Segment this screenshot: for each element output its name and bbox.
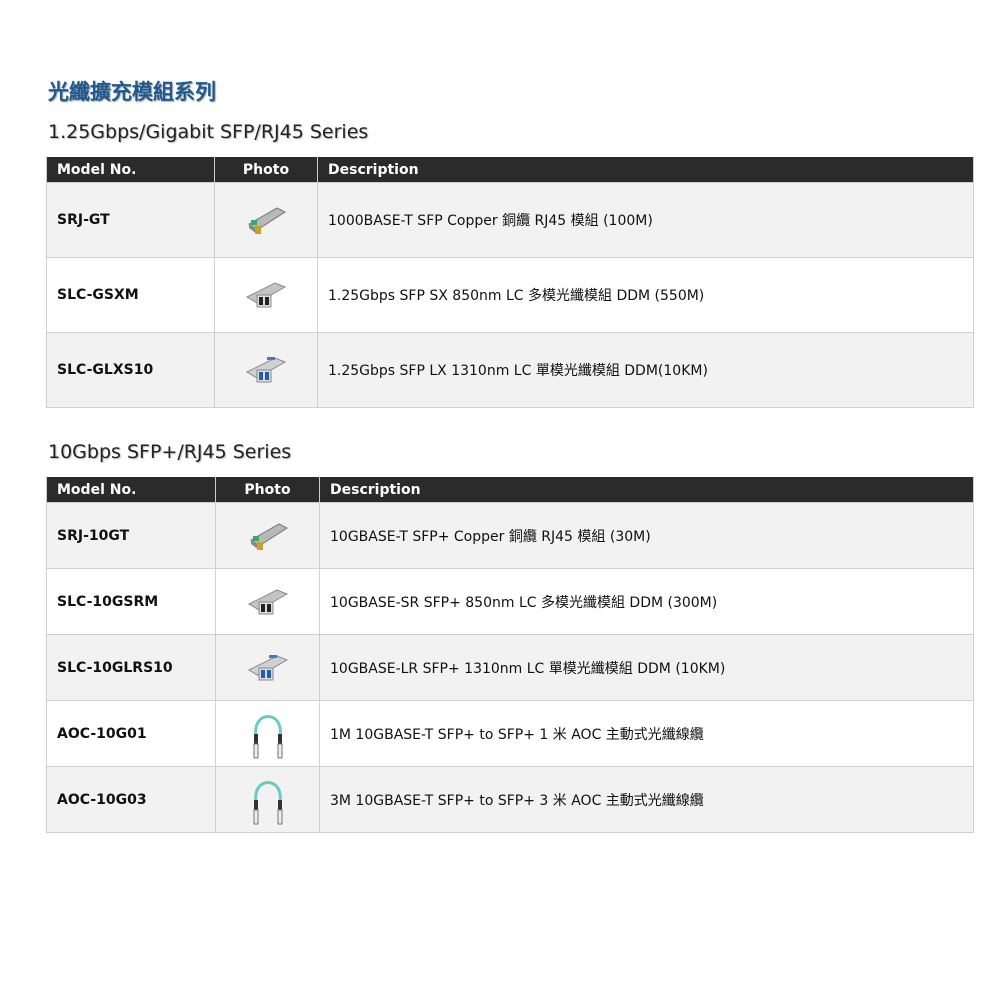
product-photo [215, 568, 320, 635]
description: 3M 10GBASE-T SFP+ to SFP+ 3 米 AOC 主動式光纖線… [319, 766, 974, 833]
aoc-cable-icon [248, 780, 288, 824]
product-photo [214, 182, 318, 258]
description: 1M 10GBASE-T SFP+ to SFP+ 1 米 AOC 主動式光纖線… [319, 700, 974, 767]
section-heading-10g: 10Gbps SFP+/RJ45 Series [48, 441, 292, 463]
gigabit-product-table: Model No. Photo Description SRJ-GT 1000BA… [46, 157, 974, 408]
sfp-multimode-icon [243, 282, 289, 308]
section-heading-gigabit: 1.25Gbps/Gigabit SFP/RJ45 Series [48, 121, 369, 143]
table-row: SLC-GSXM 1.25Gbps SFP SX 850nm LC 多模光纖模組 … [46, 257, 974, 333]
table-row: SLC-GLXS10 1.25Gbps SFP LX 1310nm LC 單模光纖… [46, 332, 974, 408]
header-photo: Photo [214, 157, 318, 183]
product-photo [215, 634, 320, 701]
sfp-singlemode-icon [243, 357, 289, 383]
sfp-copper-icon [245, 522, 291, 550]
header-model: Model No. [46, 477, 216, 503]
header-description: Description [319, 477, 974, 503]
product-photo [214, 257, 318, 333]
table-row: SLC-10GSRM 10GBASE-SR SFP+ 850nm LC 多模光纖模… [46, 568, 974, 635]
page-title: 光纖擴充模組系列 [48, 80, 216, 104]
table-row: SLC-10GLRS10 10GBASE-LR SFP+ 1310nm LC 單模… [46, 634, 974, 701]
description: 10GBASE-T SFP+ Copper 銅纜 RJ45 模組 (30M) [319, 502, 974, 569]
header-model: Model No. [46, 157, 215, 183]
model-number: AOC-10G01 [46, 700, 216, 767]
product-photo [215, 700, 320, 767]
product-photo [214, 332, 318, 408]
model-number: SLC-GSXM [46, 257, 215, 333]
model-number: AOC-10G03 [46, 766, 216, 833]
header-photo: Photo [215, 477, 320, 503]
product-photo [215, 502, 320, 569]
aoc-cable-icon [248, 714, 288, 758]
model-number: SLC-GLXS10 [46, 332, 215, 408]
model-number: SLC-10GSRM [46, 568, 216, 635]
description: 1.25Gbps SFP SX 850nm LC 多模光纖模組 DDM (550… [317, 257, 974, 333]
table-row: SRJ-10GT 10GBASE-T SFP+ Copper 銅纜 RJ45 模組… [46, 502, 974, 569]
product-photo [215, 766, 320, 833]
sfp-singlemode-icon [245, 654, 291, 680]
model-number: SRJ-10GT [46, 502, 216, 569]
description: 1000BASE-T SFP Copper 銅纜 RJ45 模組 (100M) [317, 182, 974, 258]
table-header: Model No. Photo Description [46, 157, 974, 183]
description: 10GBASE-LR SFP+ 1310nm LC 單模光纖模組 DDM (10… [319, 634, 974, 701]
description: 10GBASE-SR SFP+ 850nm LC 多模光纖模組 DDM (300… [319, 568, 974, 635]
10g-product-table: Model No. Photo Description SRJ-10GT 10GB… [46, 477, 974, 833]
table-row: AOC-10G01 1M 10GBASE-T SFP+ to SFP+ 1 米 A… [46, 700, 974, 767]
sfp-multimode-icon [245, 588, 291, 614]
table-header: Model No. Photo Description [46, 477, 974, 503]
table-row: SRJ-GT 1000BASE-T SFP Copper 銅纜 RJ45 模組 (… [46, 182, 974, 258]
description: 1.25Gbps SFP LX 1310nm LC 單模光纖模組 DDM(10K… [317, 332, 974, 408]
sfp-copper-icon [243, 207, 289, 234]
table-row: AOC-10G03 3M 10GBASE-T SFP+ to SFP+ 3 米 A… [46, 766, 974, 833]
header-description: Description [317, 157, 974, 183]
model-number: SLC-10GLRS10 [46, 634, 216, 701]
model-number: SRJ-GT [46, 182, 215, 258]
